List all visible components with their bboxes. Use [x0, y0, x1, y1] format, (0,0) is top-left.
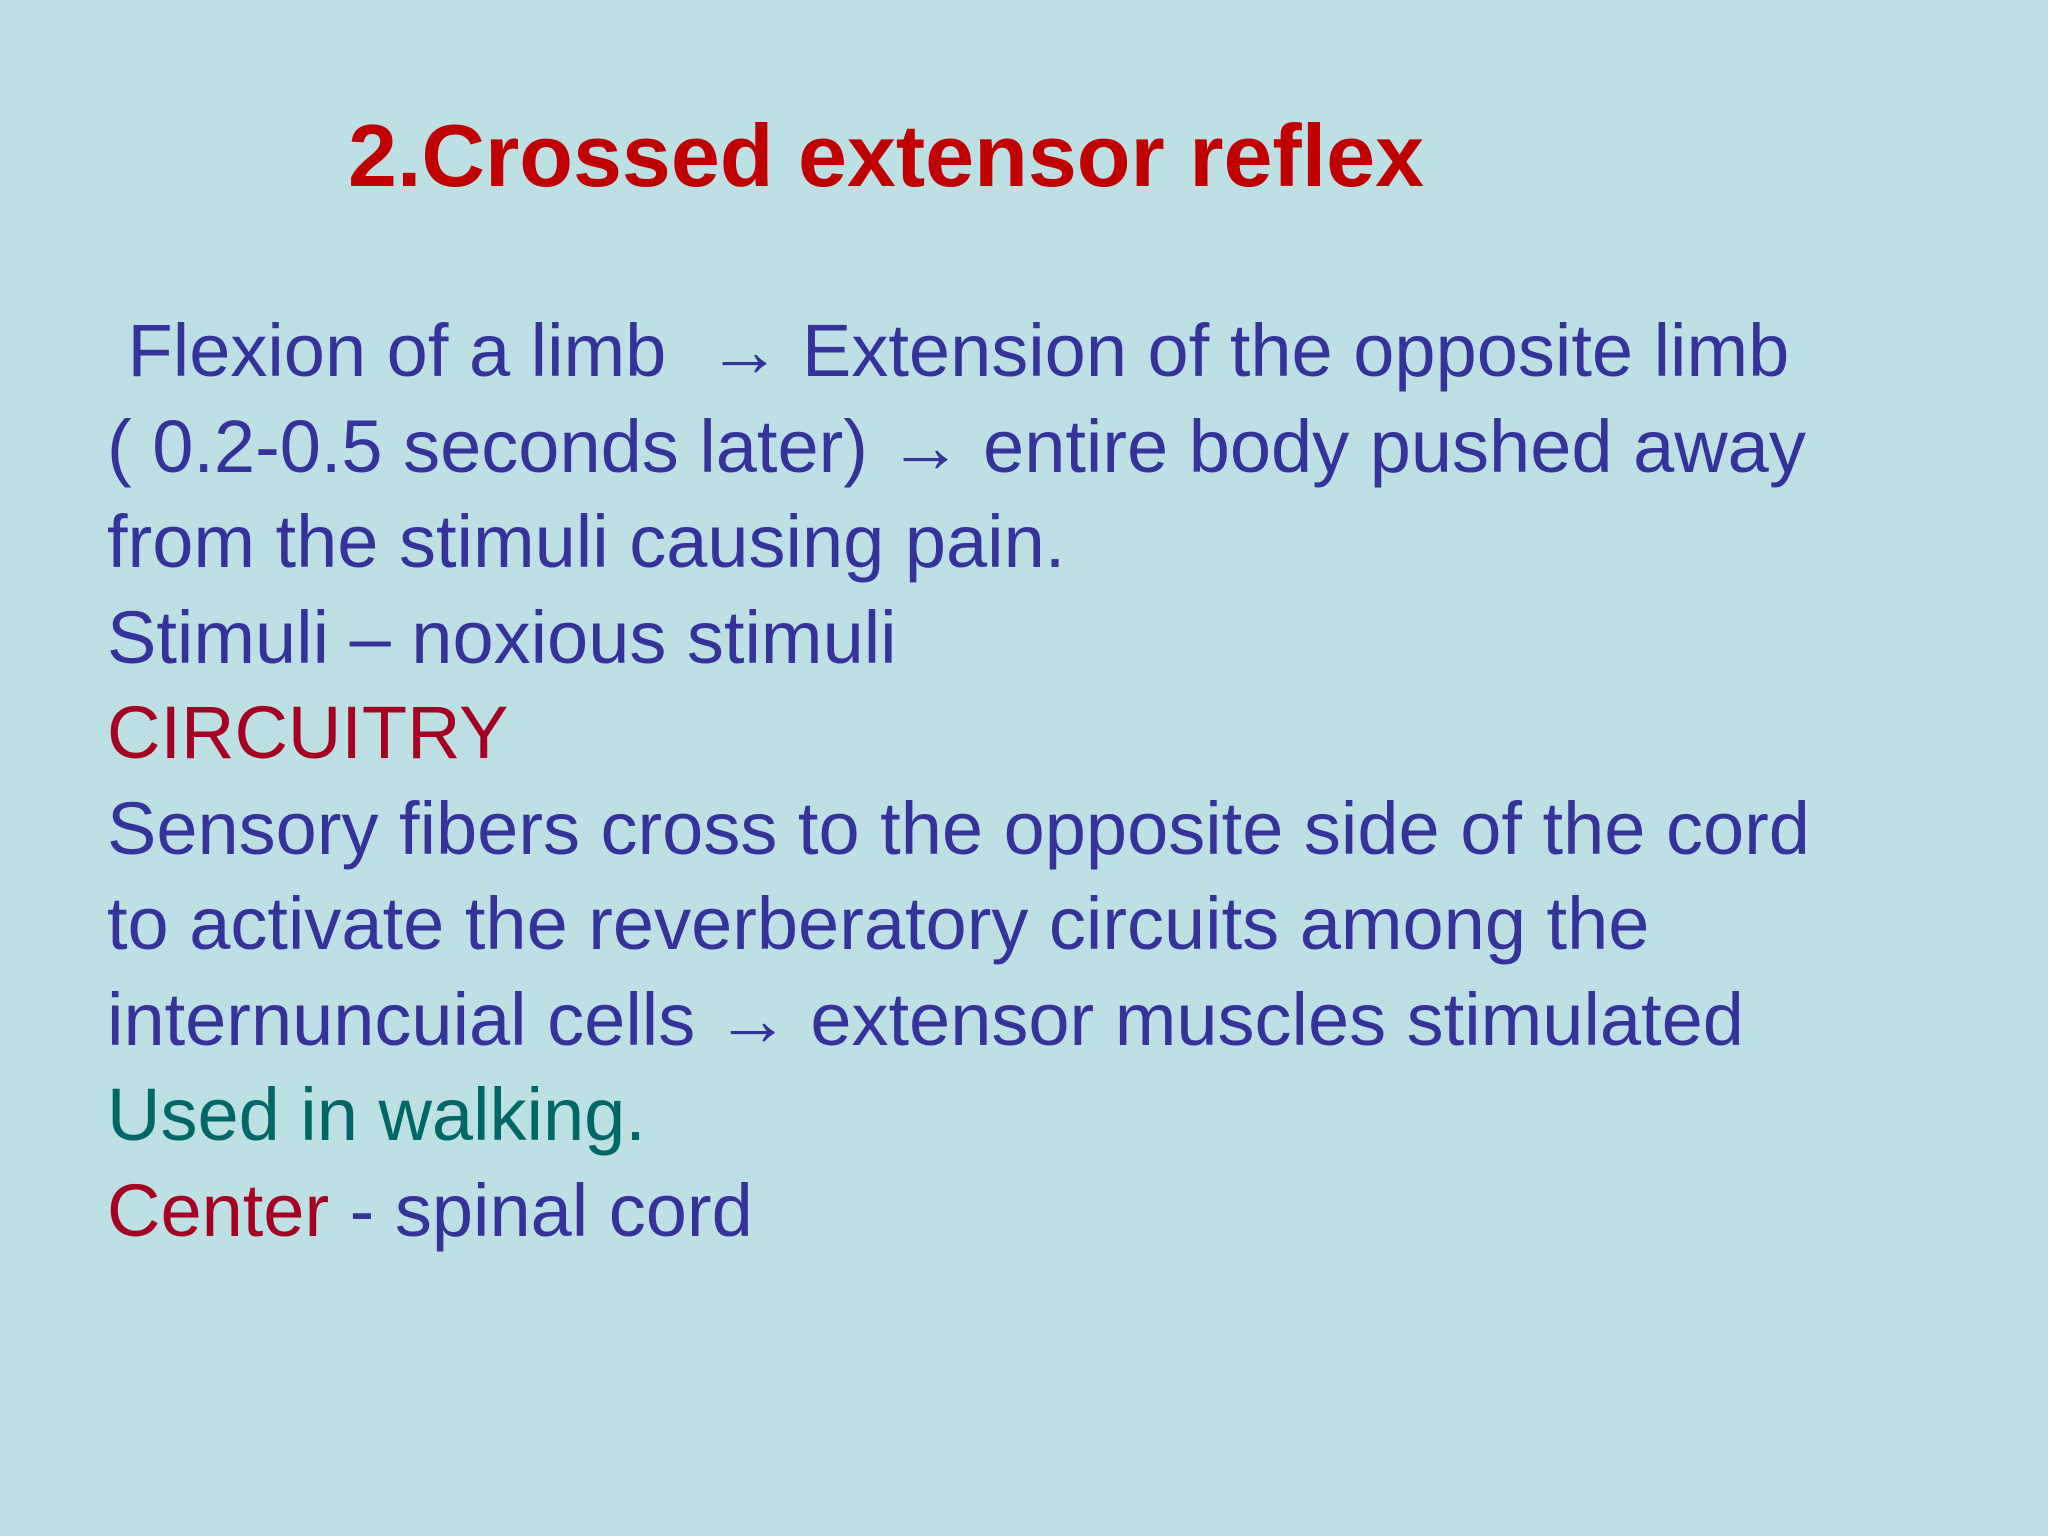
center-label: Center: [107, 1168, 330, 1252]
circuitry-line-internuncial: internuncuial cells → extensor muscles s…: [107, 977, 1744, 1061]
circuitry-line-sensory: Sensory fibers cross to the opposite sid…: [107, 786, 1810, 870]
slide-body: Flexion of a limb → Extension of the opp…: [107, 303, 2007, 1258]
circuitry-heading: CIRCUITRY: [107, 691, 509, 774]
usage-line: Used in walking.: [107, 1073, 646, 1156]
body-line-timing: ( 0.2-0.5 seconds later) → entire body p…: [107, 404, 1806, 488]
body-line-stimuli-pain: from the stimuli causing pain.: [107, 500, 1066, 583]
body-line-stimuli-type: Stimuli – noxious stimuli: [107, 595, 897, 679]
circuitry-line-activate: to activate the reverberatory circuits a…: [107, 882, 1650, 965]
center-value: - spinal cord: [329, 1168, 753, 1252]
slide-title: 2.Crossed extensor reflex: [348, 106, 1425, 205]
center-line: Center - spinal cord: [107, 1163, 2007, 1259]
body-line-flexion: Flexion of a limb → Extension of the opp…: [107, 309, 1790, 392]
